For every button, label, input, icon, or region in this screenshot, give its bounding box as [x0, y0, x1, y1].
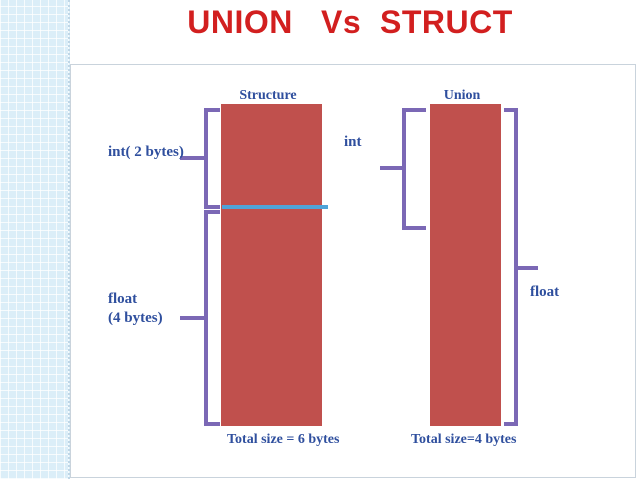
union-total-size: Total size=4 bytes — [411, 432, 517, 447]
structure-float-size-label: (4 bytes) — [108, 310, 163, 326]
structure-int-label: int( 2 bytes) — [108, 144, 184, 160]
structure-float-brace — [204, 210, 220, 426]
structure-heading: Structure — [239, 88, 296, 103]
diagram-frame — [70, 64, 636, 478]
slide-title: UNION Vs STRUCT — [187, 4, 513, 40]
union-float-brace — [504, 108, 518, 426]
structure-total-size: Total size = 6 bytes — [227, 432, 340, 447]
union-heading: Union — [444, 88, 481, 103]
union-memory-block — [430, 104, 501, 426]
structure-int-brace — [204, 108, 220, 209]
structure-memory-block — [221, 104, 322, 426]
union-int-label: int — [344, 134, 362, 150]
side-pattern-strip — [0, 0, 70, 479]
structure-float-label: float — [108, 291, 137, 307]
union-int-brace — [402, 108, 426, 230]
union-float-label: float — [530, 284, 559, 300]
